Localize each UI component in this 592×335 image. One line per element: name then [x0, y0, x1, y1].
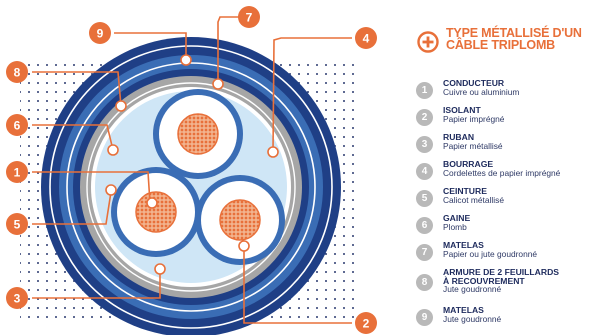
- svg-text:4: 4: [363, 32, 370, 46]
- legend-item-name: CEINTURE: [443, 186, 487, 196]
- callout-8: 8: [6, 61, 28, 83]
- legend-item-name: MATELAS: [443, 305, 484, 315]
- legend-item-name: RUBAN: [443, 132, 475, 142]
- legend-item-desc: Papier ou jute goudronné: [443, 248, 538, 259]
- callout-2: 2: [355, 312, 377, 334]
- svg-text:8: 8: [14, 66, 21, 80]
- legend-item-name: ARMURE DE 2 FEUILLARDS: [443, 267, 560, 277]
- legend-item-name: ISOLANT: [443, 105, 481, 115]
- legend-item-desc: Jute goudronné: [443, 284, 502, 294]
- legend-item-name: GAINE: [443, 213, 471, 223]
- svg-text:7: 7: [246, 11, 253, 25]
- legend-item-desc: Papier imprégné: [443, 113, 505, 124]
- callout-9: 9: [89, 22, 111, 44]
- svg-text:2: 2: [363, 317, 370, 331]
- svg-text:5: 5: [14, 218, 21, 232]
- legend-badge: 6: [416, 217, 433, 234]
- plus-circle-icon: [417, 31, 439, 53]
- legend-item-name: MATELAS: [443, 240, 484, 250]
- legend-badge: 8: [416, 274, 433, 291]
- leader-markers: [105, 54, 279, 275]
- legend-badge: 1: [416, 82, 433, 99]
- legend-badge: 7: [416, 244, 433, 261]
- legend-item-desc: Calicot métallisé: [443, 194, 504, 205]
- legend-item-desc: Plomb: [443, 221, 467, 232]
- conductor-left: [111, 167, 201, 257]
- legend-badge: 3: [416, 136, 433, 153]
- svg-text:6: 6: [14, 119, 21, 133]
- legend-item-name-line2: À RECOUVREMENT: [443, 275, 525, 286]
- callout-6: 6: [6, 114, 28, 136]
- callout-4: 4: [355, 27, 377, 49]
- callout-5: 5: [6, 213, 28, 235]
- legend-badge: 9: [416, 309, 433, 326]
- legend-badge: 2: [416, 109, 433, 126]
- cable-cross-section-diagram: 1 2 3 4 5 6 7 8 9: [6, 6, 377, 335]
- legend-item-name: CONDUCTEUR: [443, 78, 505, 88]
- legend-badge: 4: [416, 163, 433, 180]
- callout-3: 3: [6, 287, 28, 309]
- svg-text:1: 1: [14, 166, 21, 180]
- legend-item-desc: Jute goudronné: [443, 313, 502, 324]
- legend-item-desc: Cuivre ou aluminium: [443, 86, 520, 97]
- conductor-right: [195, 175, 285, 265]
- callout-7: 7: [238, 6, 260, 28]
- callout-1: 1: [6, 161, 28, 183]
- svg-text:9: 9: [97, 27, 104, 41]
- legend-item-desc: Cordelettes de papier imprégné: [443, 167, 561, 178]
- legend-item-name: BOURRAGE: [443, 159, 494, 169]
- svg-text:3: 3: [14, 292, 21, 306]
- legend-item-desc: Papier métallisé: [443, 140, 503, 151]
- conductor-top: [153, 89, 243, 179]
- legend-badge: 5: [416, 190, 433, 207]
- legend-title: TYPE MÉTALLISÉ D'UN CÂBLE TRIPLOMB: [446, 26, 582, 52]
- leader-lines: [32, 16, 352, 324]
